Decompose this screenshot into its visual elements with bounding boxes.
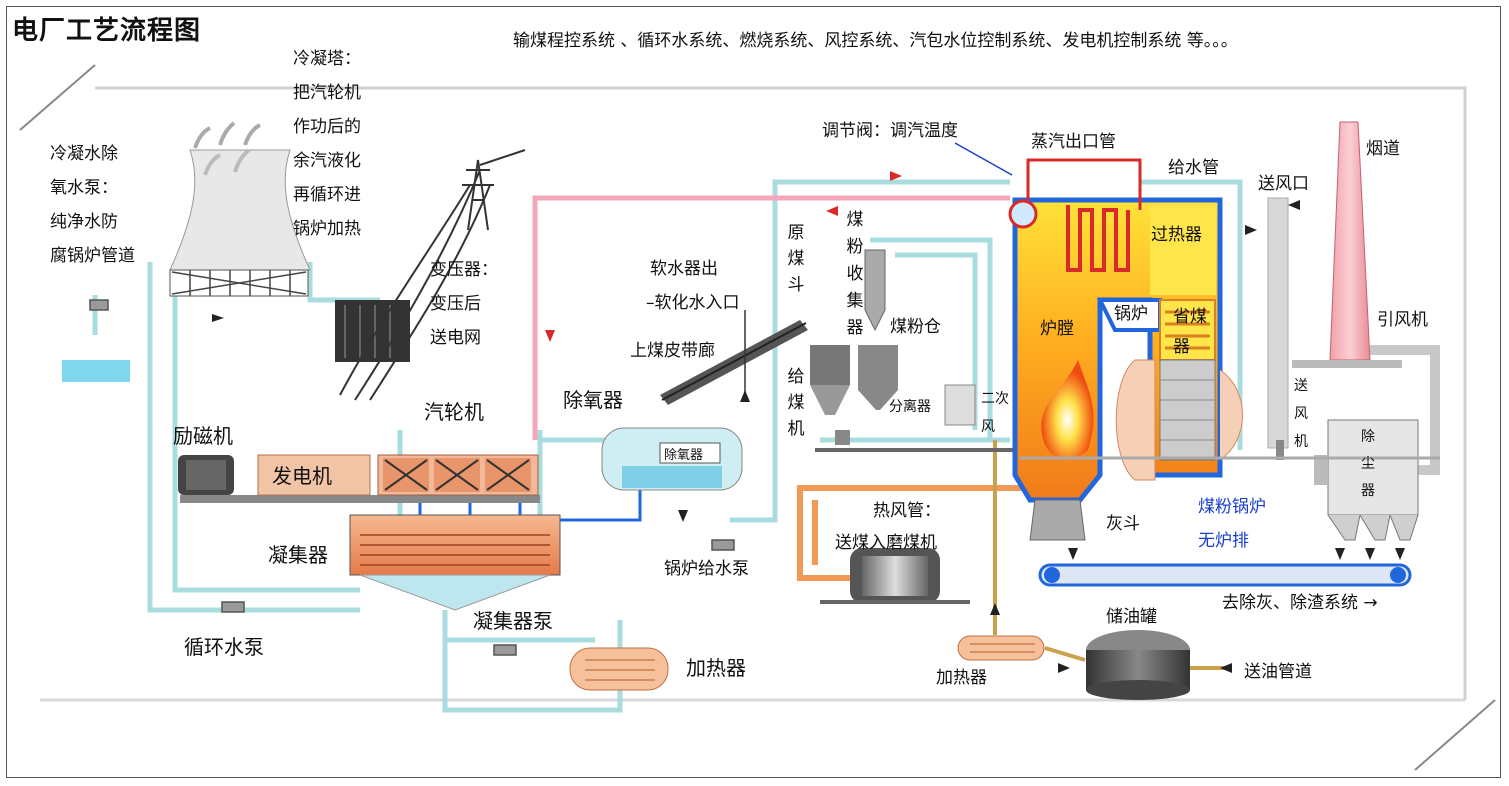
pc-boiler-line-1: 煤粉锅炉 (1198, 497, 1266, 517)
transformer-line-3: 送电网 (430, 328, 481, 348)
powder-bin-label: 煤粉仓 (890, 317, 941, 337)
transformer-line-2: 变压后 (430, 294, 481, 314)
hot-air-ducts (797, 485, 1030, 581)
condensate-pump-label: 冷凝水除 氧水泵： 纯净水防 腐锅炉管道 (50, 137, 135, 273)
heater-right (957, 635, 1045, 661)
cooling-tower-line-4: 余汽液化 (293, 151, 361, 171)
circ-pump-label: 循环水泵 (184, 635, 264, 659)
feed-pipe-label: 给水管 (1168, 158, 1219, 178)
power-pylon-icon (339, 149, 526, 401)
air-inlet-label: 送风口 (1258, 174, 1309, 194)
page-title: 电厂工艺流程图 (12, 16, 202, 46)
ash-removal-label: 去除灰、除渣系统 → (1222, 593, 1378, 613)
exciter-label: 励磁机 (173, 424, 233, 448)
cooling-tower (169, 121, 311, 297)
condenser-pump-label: 凝集器泵 (473, 609, 553, 633)
heater-left (569, 647, 669, 691)
secondary-air-label: 二次风 (981, 391, 1009, 435)
oil-tank-label: 储油罐 (1106, 607, 1157, 627)
heater-left-label: 加热器 (686, 656, 746, 680)
chimney (1292, 121, 1402, 368)
economizer-label: 省煤 器 (1173, 302, 1207, 362)
cooling-tower-line-5: 再循环进 (293, 185, 361, 205)
softener-line-1: 软水器出 (650, 259, 718, 279)
superheater-label: 过热器 (1151, 225, 1202, 245)
condensate-pump-line-3: 纯净水防 (50, 212, 118, 232)
deaerator (601, 427, 743, 491)
softener-line-2: –软化水入口 (646, 293, 740, 313)
condensate-pump-line-4: 腐锅炉管道 (50, 246, 135, 266)
softener-label: 软水器出 –软化水入口 (646, 252, 740, 320)
diagram-frame (6, 6, 1501, 778)
fd-fan-column (1267, 197, 1289, 460)
hot-air-label: 热风管： 送煤入磨煤机 (835, 495, 941, 559)
coal-belt (660, 310, 808, 405)
pc-boiler-label: 煤粉锅炉 无炉排 (1198, 490, 1266, 558)
cooling-tower-line-3: 作功后的 (293, 117, 361, 137)
economizer-line-1: 省煤 (1173, 307, 1207, 327)
pump-icons (89, 299, 735, 656)
coal-feeder-label: 给煤机 (787, 367, 805, 439)
separator-label: 分离器 (889, 399, 931, 415)
cooling-tower-label: 冷凝塔： 把汽轮机 作功后的 余汽液化 再循环进 锅炉加热 (293, 42, 361, 246)
condensate-pump-line-2: 氧水泵： (50, 178, 118, 198)
cooling-tower-line-2: 把汽轮机 (293, 83, 361, 103)
transformer-line-1: 变压器： (430, 260, 498, 280)
pc-boiler-line-2: 无炉排 (1198, 531, 1249, 551)
condensate-pump-line-1: 冷凝水除 (50, 144, 118, 164)
generator-set (178, 454, 540, 503)
cooling-tower-line-6: 锅炉加热 (293, 219, 361, 239)
furnace-label: 炉膛 (1040, 319, 1074, 339)
heater-right-label: 加热器 (936, 668, 987, 688)
hot-air-line-1: 热风管： (873, 501, 941, 521)
inner-border (19, 64, 1496, 771)
steam-outlet-label: 蒸汽出口管 (1031, 132, 1116, 152)
deaerator-tag: 除氧器 (664, 448, 704, 463)
economizer-line-2: 器 (1173, 337, 1190, 357)
oil-pipe-label: 送油管道 (1244, 662, 1312, 682)
powder-collector-label: 煤粉收集器 (846, 210, 864, 338)
raw-coal-hopper-label: 原煤斗 (787, 223, 805, 295)
flow-arrows-dark (212, 200, 1405, 673)
turbine-label: 汽轮机 (424, 400, 484, 424)
cooling-tower-line-1: 冷凝塔： (293, 49, 361, 69)
boiler-label: 锅炉 (1114, 304, 1148, 324)
ash-hopper-label: 灰斗 (1106, 514, 1140, 534)
dust-collector-label: 除尘器 (1361, 429, 1375, 499)
water-pool (62, 360, 130, 382)
hot-air-line-2: 送煤入磨煤机 (835, 533, 937, 553)
boiler (1008, 158, 1243, 541)
feed-pump-label: 锅炉给水泵 (664, 559, 749, 579)
dust-collector (1314, 419, 1419, 541)
coal-belt-label: 上煤皮带廊 (630, 341, 715, 361)
valve-pointer (954, 142, 1013, 176)
fd-fan-label: 送风机 (1294, 378, 1308, 450)
ash-conveyor (1020, 456, 1440, 587)
steam-pipe-pink (532, 195, 1010, 440)
control-valve-label: 调节阀：调汽温度 (822, 121, 958, 141)
chimney-label: 烟道 (1366, 139, 1400, 159)
coal-hoppers (810, 249, 1035, 604)
condenser-label: 凝集器 (268, 543, 328, 567)
id-fan-label: 引风机 (1377, 310, 1428, 330)
transformer-label: 变压器： 变压后 送电网 (430, 253, 498, 355)
oil-tank (1086, 630, 1190, 700)
deaerator-label: 除氧器 (563, 388, 623, 412)
generator-label: 发电机 (272, 464, 332, 488)
condenser (349, 514, 561, 611)
subtitle: 输煤程控系统 、循环水系统、燃烧系统、风控系统、汽包水位控制系统、发电机控制系统… (513, 31, 1238, 51)
flow-arrows (545, 171, 902, 342)
